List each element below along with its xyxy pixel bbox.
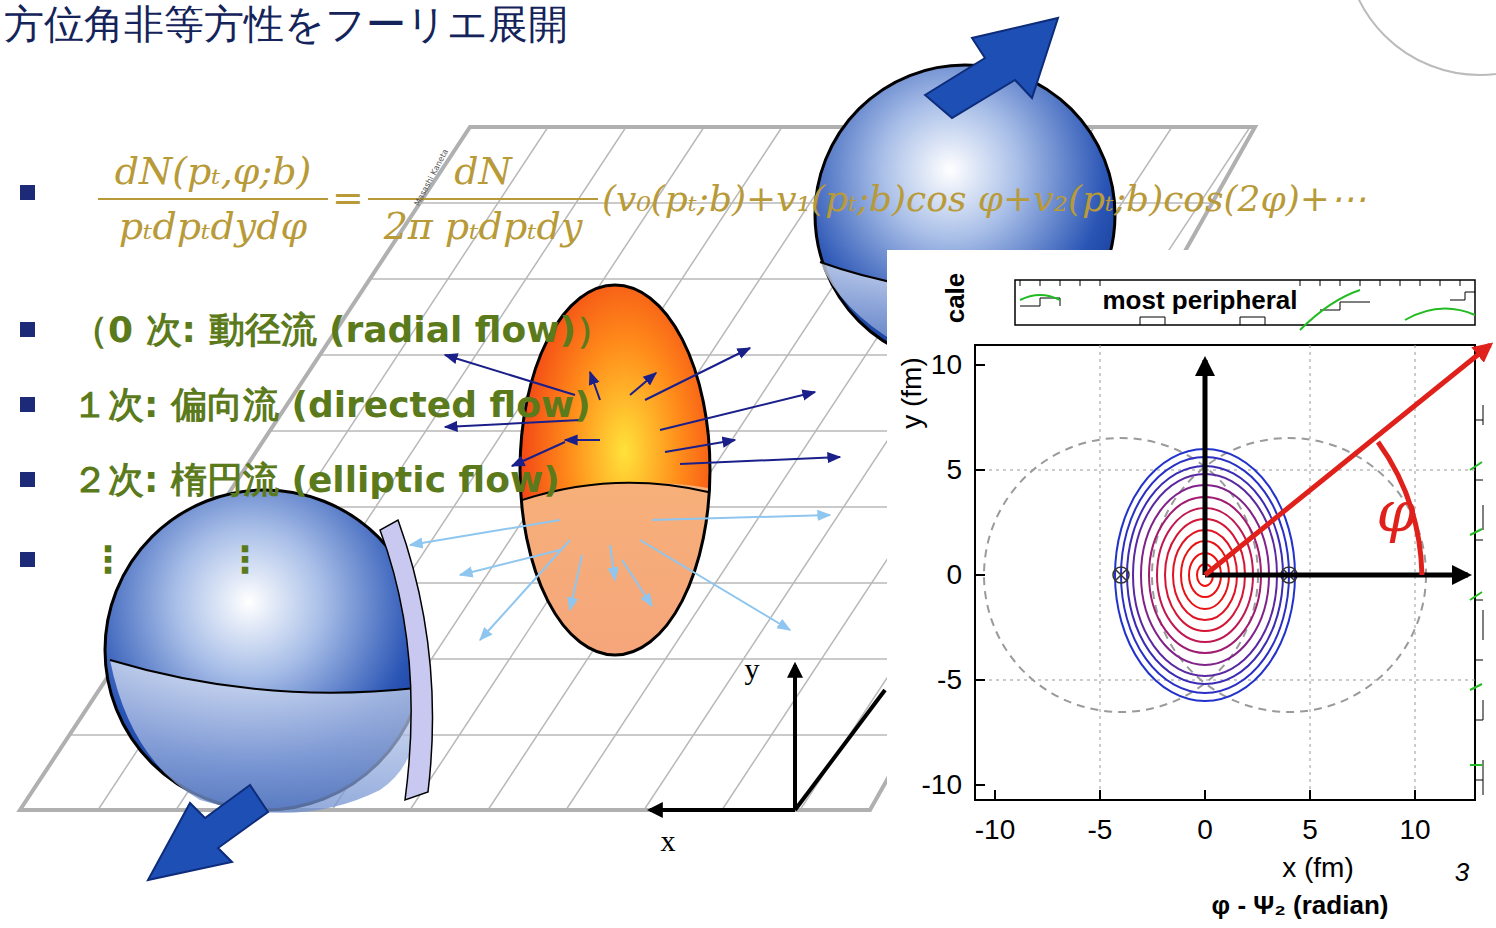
tick-label: 10 xyxy=(1399,815,1430,846)
art-line xyxy=(640,540,790,630)
art-line xyxy=(793,665,797,810)
axis-title: x (fm) xyxy=(1282,853,1354,884)
flow-arrows-lower xyxy=(410,515,830,640)
formula-denominator: pₜdpₜdydφ xyxy=(119,206,307,248)
formula-numerator: dN(pₜ,φ;b) xyxy=(115,151,312,193)
axis-label: x xyxy=(661,824,676,857)
art-line xyxy=(98,198,328,200)
art-polygon xyxy=(925,18,1058,118)
bullet-text: １次: 偏向流 (directed flow) xyxy=(72,385,591,425)
art-path xyxy=(1115,569,1127,581)
formula-numerator: dN xyxy=(454,151,512,193)
lower-nucleus xyxy=(105,490,433,880)
angle-symbol: φ xyxy=(1376,481,1415,543)
tick-label: -10 xyxy=(922,770,962,801)
art-line xyxy=(650,808,795,812)
bullet-ellipsis: ⋮ xyxy=(227,540,263,580)
axis-title: cale xyxy=(941,273,970,324)
art-path xyxy=(380,520,433,800)
art-path xyxy=(1475,420,1483,780)
art-line xyxy=(645,348,750,400)
tick-label: 0 xyxy=(1197,815,1213,846)
tick-label: 10 xyxy=(931,350,962,381)
art-path xyxy=(110,660,418,813)
art-polygon xyxy=(148,785,268,880)
art-line xyxy=(410,520,560,545)
art-rect xyxy=(1015,280,1475,325)
art-line xyxy=(1100,345,1101,800)
plot-title: most peripheral xyxy=(1102,286,1297,315)
tick-label: 5 xyxy=(1302,815,1318,846)
side-fit xyxy=(1470,462,1482,765)
art-rect xyxy=(975,345,1475,800)
art-line xyxy=(368,198,598,200)
art-rect xyxy=(20,322,35,337)
art-line xyxy=(565,439,600,441)
bullet-ellipsis: ⋮ xyxy=(90,540,126,580)
formula-series: (v₀(pₜ;b)+v₁(pₜ;b)cos φ+v₂(pₜ;b)cos(2φ)+… xyxy=(602,179,1366,219)
momentum-arrow xyxy=(1205,345,1490,575)
art-g xyxy=(975,345,1475,800)
art-path xyxy=(1483,405,1484,795)
tick-label: 0 xyxy=(946,560,962,591)
tick-label: -10 xyxy=(975,815,1015,846)
formula-denominator: 2π pₜdpₜdy xyxy=(384,206,583,248)
art-line xyxy=(660,392,815,430)
art-line xyxy=(795,690,885,810)
art-line xyxy=(652,515,830,520)
formula-equals: = xyxy=(332,178,364,220)
bullet-markers xyxy=(20,185,35,567)
tick-label: -5 xyxy=(1088,815,1113,846)
art-line xyxy=(1205,573,1468,578)
art-rect xyxy=(887,250,1496,928)
art-line xyxy=(665,440,735,452)
art-rect xyxy=(20,472,35,487)
art-line xyxy=(590,372,600,400)
art-rect xyxy=(20,185,35,200)
art-line xyxy=(680,457,840,464)
art-line xyxy=(570,555,582,610)
slide-title: 方位角非等方性をフーリエ展開 xyxy=(4,2,568,46)
art-rect xyxy=(20,397,35,412)
art-circle xyxy=(1113,567,1129,583)
art-line xyxy=(460,550,560,575)
page-number: 3 xyxy=(1455,858,1469,887)
plot-panel xyxy=(887,250,1496,928)
art-path xyxy=(975,365,1415,800)
corner-arc xyxy=(1345,0,1496,75)
art-line xyxy=(630,373,656,395)
coordinate-axes xyxy=(650,665,885,810)
bullet-text: （0 次: 動径流 (radial flow)） xyxy=(72,310,612,350)
art-line xyxy=(610,545,615,580)
art-path xyxy=(110,660,416,693)
art-line xyxy=(622,560,652,606)
tick-label: 5 xyxy=(946,455,962,486)
axis-title: y (fm) xyxy=(897,357,928,429)
art-line xyxy=(1203,360,1208,575)
axis-label: y xyxy=(745,652,760,685)
art-rect xyxy=(20,552,35,567)
bullet-text: ２次: 楕円流 (elliptic flow) xyxy=(72,460,560,500)
tick-label: -5 xyxy=(937,665,962,696)
art-line xyxy=(480,540,570,640)
axis-title: φ - Ψ₂ (radian) xyxy=(1212,891,1389,920)
